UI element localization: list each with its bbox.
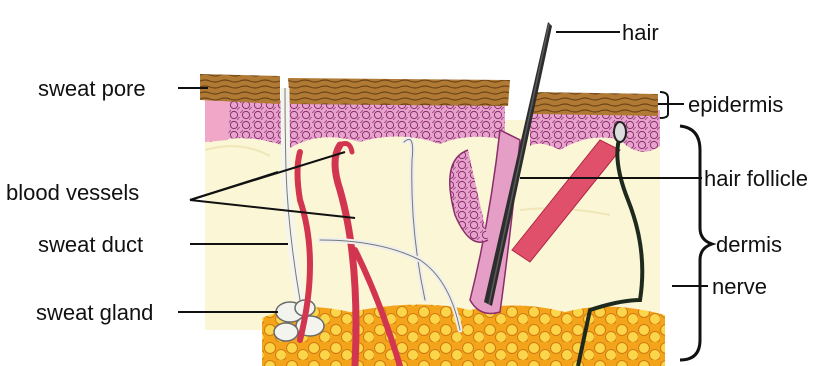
label-sweat-pore: sweat pore <box>38 76 146 101</box>
keratin-layer-mid <box>288 78 510 106</box>
label-dermis: dermis <box>716 232 782 257</box>
fat-layer <box>262 304 665 366</box>
label-hair: hair <box>622 20 659 45</box>
label-blood-vessels: blood vessels <box>6 180 139 205</box>
label-hair-follicle: hair follicle <box>704 166 808 191</box>
label-sweat-gland: sweat gland <box>36 300 153 325</box>
label-nerve: nerve <box>712 274 767 299</box>
label-sweat-duct: sweat duct <box>38 232 143 257</box>
label-epidermis: epidermis <box>688 92 783 117</box>
keratin-layer-right <box>532 92 658 116</box>
keratin-layer-left <box>200 74 280 104</box>
epidermis-pink-edge <box>205 95 230 142</box>
